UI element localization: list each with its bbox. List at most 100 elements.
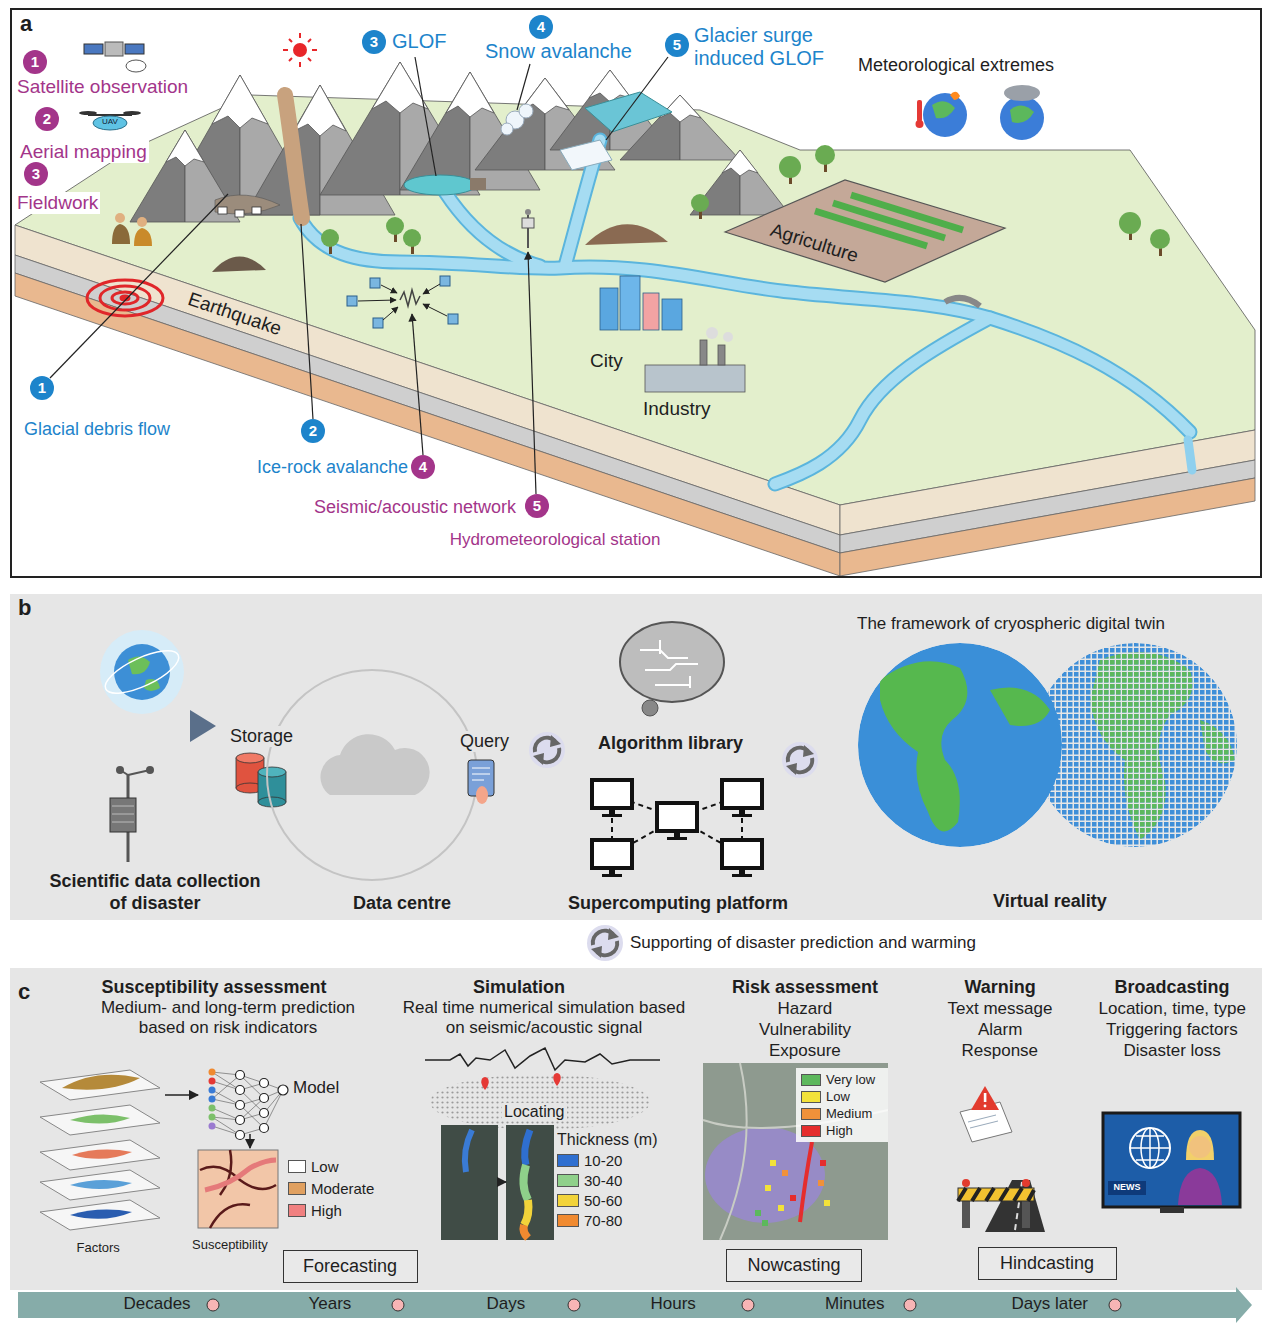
susceptibility-map [198, 1150, 278, 1228]
supercomputer-network [592, 780, 632, 817]
mountain-range [212, 75, 268, 128]
text-label: Supporting of disaster prediction and wa… [630, 933, 976, 953]
digital-earth [1033, 643, 1237, 847]
risk-map [703, 1063, 888, 1240]
neural-network [209, 1114, 216, 1121]
leader-line [517, 64, 530, 110]
sun [283, 33, 317, 67]
text-label: Minutes [825, 1294, 885, 1314]
supercomputer-network [722, 840, 762, 877]
text-label: Text message [948, 999, 1053, 1019]
neural-network [260, 1079, 269, 1088]
legend-item: 50-60 [557, 1192, 622, 1209]
legend-label: 50-60 [584, 1192, 622, 1209]
factor-layers [40, 1105, 160, 1135]
text-label: Years [309, 1294, 352, 1314]
lake [560, 140, 612, 170]
satellite [125, 44, 144, 54]
field-workers [115, 213, 125, 223]
digital-earth [858, 643, 1062, 847]
timeline [207, 1299, 219, 1311]
river [445, 192, 540, 266]
text-label: Supercomputing platform [568, 893, 788, 914]
simulation-image [441, 1125, 554, 1240]
mountain-range [130, 62, 790, 222]
legend-label: 10-20 [584, 1152, 622, 1169]
text-label: Algorithm library [598, 733, 743, 754]
world-map [481, 1077, 489, 1090]
box-label: Nowcasting [747, 1255, 840, 1276]
neural-network [236, 1071, 289, 1140]
factor-layers [62, 1075, 140, 1090]
legend-swatch [288, 1182, 306, 1195]
callout-number: 5 [525, 494, 549, 518]
text-label: GLOF [390, 30, 448, 53]
legend-label: Low [826, 1089, 850, 1104]
seismic-network [373, 318, 383, 328]
snow-avalanche [519, 104, 533, 118]
globe-icon [100, 630, 184, 714]
legend-swatch [801, 1108, 821, 1120]
factor-layers [40, 1070, 160, 1230]
tree [691, 194, 709, 212]
factor-layers [72, 1150, 132, 1159]
text-label: Decades [124, 1294, 191, 1314]
river [775, 318, 990, 484]
legend-swatch [557, 1214, 579, 1227]
flow-arrow [165, 1094, 198, 1096]
text-label: Simulation [473, 977, 565, 998]
timeline [742, 1299, 754, 1311]
factor-layers [40, 1140, 160, 1170]
neural-network [209, 1078, 216, 1085]
tree [386, 217, 404, 235]
panel-ground [10, 968, 1262, 1290]
ai-brain [640, 640, 698, 688]
legend-label: Low [311, 1158, 339, 1175]
callout-number: 3 [362, 30, 386, 54]
cloud-icon [320, 734, 429, 795]
text-label: Scientific data collection of disaster [48, 871, 263, 914]
panel-ground [10, 594, 1262, 920]
text-label: Fieldwork [15, 192, 100, 214]
digital-earth [1033, 643, 1237, 847]
risk-map [782, 1170, 788, 1176]
agriculture-field [851, 195, 963, 230]
satellite [84, 42, 146, 72]
field-workers [134, 228, 152, 246]
risk-map [820, 1160, 826, 1166]
legend-item: Very low [801, 1072, 875, 1087]
cycle-icon [782, 742, 818, 778]
warning-icon [1022, 1198, 1030, 1228]
city [600, 288, 618, 330]
neural-network [236, 1116, 245, 1125]
factor-layers [40, 1170, 160, 1200]
text-label: Satellite observation [15, 76, 190, 98]
text-label: Exposure [769, 1041, 841, 1061]
weather-station [120, 770, 128, 775]
seismic-network [381, 285, 397, 293]
tablet-icon [472, 768, 490, 780]
cloud-icon [320, 734, 429, 795]
text-label: Hours [651, 1294, 696, 1314]
debris-mound [585, 224, 668, 245]
text-label: Virtual reality [993, 891, 1107, 912]
text-label: Factors [77, 1241, 120, 1256]
warning-icon [1022, 1179, 1030, 1187]
risk-map [770, 1160, 776, 1166]
warning-icon [962, 1179, 970, 1187]
callout-number: 2 [301, 419, 325, 443]
simulation-image [441, 1125, 498, 1240]
industry [723, 332, 733, 342]
ai-brain [642, 700, 658, 716]
debris-mound [212, 224, 668, 272]
city [662, 299, 682, 330]
legend-label: Medium [826, 1106, 872, 1121]
factor-layers [40, 1200, 160, 1230]
simulation-image [525, 1130, 530, 1165]
climate-globe [923, 93, 967, 137]
text-label: Seismic/acoustic network [314, 497, 516, 518]
text-label: Glacial debris flow [24, 419, 170, 440]
mountain-range [294, 85, 346, 136]
text-label: Thickness (m) [557, 1131, 657, 1149]
simulation-image [524, 1225, 529, 1238]
